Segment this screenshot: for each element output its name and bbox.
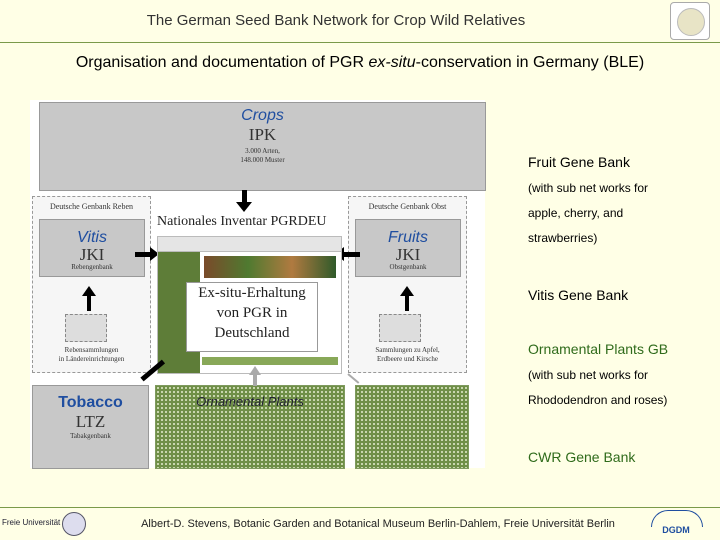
inventory-heading: Nationales Inventar PGRDEU [157,214,327,229]
fruit-gene-bank-title: Fruit Gene Bank [528,154,630,170]
vitis-sub: Rebengenbank [71,263,113,271]
fruits-institute: JKI [395,245,421,264]
fruits-panel: Deutsche Genbank Obst Fruits JKI Obstgen… [348,196,467,373]
ornamental-gene-bank-title: Ornamental Plants GB [528,341,669,357]
ornamental-label: Ornamental Plants [196,394,304,409]
tobacco-label: Tobacco [58,394,123,411]
tobacco-sub: Tabakgenbank [70,432,111,440]
site-footer-bar [202,357,338,365]
fruits-label: Fruits [388,229,428,246]
fruits-foot2: Erdbeere und Kirsche [376,355,439,363]
footer-credit: Albert-D. Stevens, Botanic Garden and Bo… [141,518,615,530]
fruits-panel-header: Deutsche Genbank Obst [368,202,447,211]
crops-box: Crops IPK 3.000 Arten, 148.000 Muster [39,102,486,191]
vitis-foot1: Rebensammlungen [64,346,119,354]
fruits-box: Fruits JKI Obstgenbank [355,219,461,277]
fu-seal-icon [62,512,86,536]
cwr-arrow-icon [347,373,360,384]
ex-situ-line3: Deutschland [214,325,290,341]
vitis-arrowhead-icon [82,286,96,296]
fruits-footnote: Sammlungen zu Apfel, Erdbeere und Kirsch… [349,346,466,364]
dgdm-logo: DGDM [645,510,707,538]
vitis-panel-header: Deutsche Genbank Reben [49,202,134,211]
tobacco-box: Tobacco LTZ Tabakgenbank [32,385,149,469]
slide-subtitle: Organisation and documentation of PGR ex… [75,54,645,71]
ornamental-box: Ornamental Plants [155,385,345,469]
left-arrowhead-icon [150,247,159,261]
crops-institute: IPK [248,125,277,144]
fruits-up-arrow-icon [405,293,409,311]
fruit-gene-bank-desc-3: strawberries) [528,231,598,245]
vitis-label: Vitis [77,229,107,246]
dgdm-text: DGDM [662,525,690,535]
tobacco-institute: LTZ [75,412,106,431]
fu-logo-text: Freie Universität Berlin [2,518,83,527]
vitis-up-arrow-icon [87,293,91,311]
ex-situ-overlay: Ex-situ-Erhaltung von PGR in Deutschland [186,282,318,352]
fu-berlin-logo: Freie Universität Berlin [0,510,115,538]
fruits-sub: Obstgenbank [389,263,427,271]
crops-samples: 148.000 Muster [240,156,285,164]
ornamental-desc-2: Rhododendron and roses) [528,393,668,407]
footer-divider [0,507,720,508]
website-screenshot: Ex-situ-Erhaltung von PGR in Deutschland [157,236,342,374]
organisation-diagram: Crops IPK 3.000 Arten, 148.000 Muster De… [30,100,486,469]
fruit-gene-bank-desc-2: apple, cherry, and [528,206,624,220]
crops-down-arrow-icon [242,190,247,204]
vitis-collections-icon [65,314,107,342]
browser-bar [158,237,341,252]
vitis-institute: JKI [79,245,105,264]
ornamental-arrow-stem [253,374,257,386]
left-arrow-icon [135,252,152,257]
vitis-panel: Deutsche Genbank Reben Vitis JKI Rebenge… [32,196,151,373]
vitis-gene-bank-title: Vitis Gene Bank [528,287,629,303]
site-banner-image [204,256,336,278]
ornamental-up-arrow-icon [249,366,261,375]
crops-count: 3.000 Arten, [245,147,280,155]
fruits-collections-icon [379,314,421,342]
ex-situ-line2: von PGR in [216,305,288,321]
header-divider [0,42,720,43]
cwr-gene-bank-title: CWR Gene Bank [528,449,636,465]
cwr-box [355,385,469,469]
vitis-box: Vitis JKI Rebengenbank [39,219,145,277]
fruit-gene-bank-desc-1: (with sub net works for [528,181,649,195]
ex-situ-line1: Ex-situ-Erhaltung [198,285,306,301]
institution-logo-icon [670,2,710,40]
vitis-footnote: Rebensammlungen in Ländereinrichtungen [33,346,150,364]
fruits-arrowhead-icon [400,286,414,296]
ornamental-desc-1: (with sub net works for [528,368,649,382]
crops-arrowhead-icon [236,202,252,212]
fruits-foot1: Sammlungen zu Apfel, [375,346,440,354]
vitis-foot2: in Ländereinrichtungen [58,355,125,363]
right-arrow-icon [343,252,360,257]
crops-label: Crops [241,107,284,124]
slide-header-title: The German Seed Bank Network for Crop Wi… [146,12,526,29]
